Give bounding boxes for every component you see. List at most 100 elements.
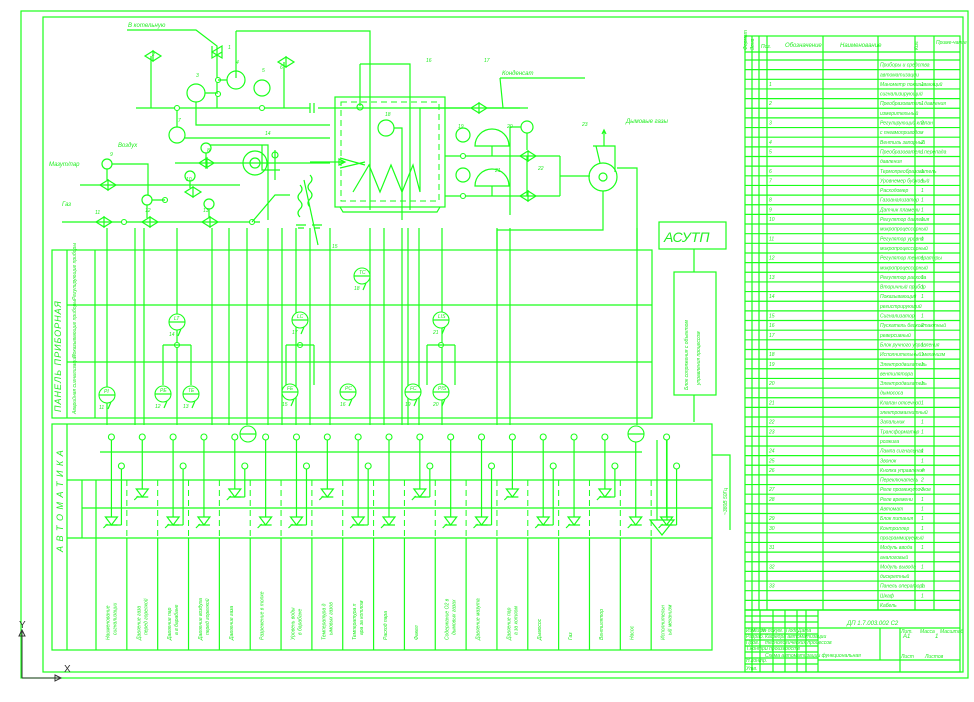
- automation-column-label: Давление пар: [167, 607, 173, 641]
- instrument-3[interactable]: [186, 83, 206, 103]
- line: [290, 398, 295, 407]
- valve-gas-3[interactable]: [200, 215, 220, 229]
- terminal-node[interactable]: [508, 433, 516, 441]
- spec-name: Звонок: [880, 458, 897, 464]
- relay-contact-icon[interactable]: [411, 488, 428, 501]
- relay-contact-icon[interactable]: [288, 516, 304, 529]
- automation-column-label: перед горелкой: [142, 598, 149, 635]
- terminal-node[interactable]: [364, 462, 372, 470]
- terminal-node[interactable]: [262, 433, 270, 441]
- valve-condensate[interactable]: [469, 101, 489, 115]
- relay-contact-icon[interactable]: [164, 516, 181, 529]
- terminal-node[interactable]: [323, 433, 331, 441]
- terminal-node[interactable]: [117, 462, 125, 470]
- terminal-node[interactable]: [138, 433, 146, 441]
- terminal-node[interactable]: [354, 433, 362, 441]
- relay-contact-icon[interactable]: [596, 488, 613, 501]
- asutp-interface-block[interactable]: [673, 271, 717, 396]
- spec-qty: 1: [921, 314, 924, 320]
- terminal-node[interactable]: [611, 462, 619, 470]
- relay-contact-icon[interactable]: [627, 516, 643, 529]
- relay-contact-icon[interactable]: [349, 516, 366, 529]
- terminal-node[interactable]: [416, 433, 424, 441]
- spec-name: Переключатель: [880, 478, 919, 484]
- spec-name: Клапан отсечной: [880, 399, 921, 406]
- title-cell: Листов: [924, 654, 944, 660]
- relay-contact-icon[interactable]: [102, 516, 119, 529]
- output-arrow-icon: [648, 519, 676, 536]
- valve-right-2[interactable]: [518, 189, 538, 203]
- relay-contact-icon[interactable]: [534, 516, 551, 529]
- terminal-node[interactable]: [231, 433, 239, 441]
- position-number: 3: [196, 73, 199, 79]
- relay-contact-icon[interactable]: [565, 516, 582, 529]
- valve-4[interactable]: [210, 44, 223, 60]
- instrument-6[interactable]: [253, 79, 271, 97]
- terminal-node[interactable]: [107, 433, 115, 441]
- valve-right-1[interactable]: [518, 149, 538, 163]
- relay-contact-icon[interactable]: [503, 488, 520, 501]
- position-number: 18: [385, 112, 391, 118]
- process-labels: В котельную Конденсат Воздух Мазут/пар Г…: [49, 23, 938, 659]
- relay-contact-icon[interactable]: [473, 516, 489, 529]
- spec-name: Реле промежуточное: [880, 487, 931, 493]
- valve-mazut[interactable]: [98, 178, 118, 192]
- spec-name: аналоговый: [880, 554, 908, 561]
- terminal-node[interactable]: [477, 433, 486, 441]
- title-cell: Масштаб: [940, 629, 964, 635]
- asutp-block[interactable]: [658, 221, 727, 250]
- terminal-node[interactable]: [539, 433, 547, 441]
- terminal-node[interactable]: [447, 433, 455, 441]
- terminal-node[interactable]: [601, 433, 609, 441]
- terminal-node[interactable]: [487, 462, 496, 470]
- spec-name: Трансформатор: [880, 429, 920, 435]
- spec-pos: 11: [769, 236, 774, 242]
- relay-contact-icon[interactable]: [195, 516, 212, 529]
- relay-contact-icon[interactable]: [133, 488, 150, 501]
- valve-right-top[interactable]: [276, 55, 296, 108]
- terminal-node[interactable]: [179, 462, 187, 470]
- spec-name: дымососа: [880, 391, 903, 397]
- automation-column-label: Температура п: [352, 603, 358, 640]
- relay-contact-icon[interactable]: [658, 516, 674, 529]
- valve-mazut-2[interactable]: [183, 185, 203, 199]
- position-number: 18: [354, 286, 360, 292]
- valve-gas-2[interactable]: [140, 215, 160, 229]
- label-mazut: Мазут/пар: [49, 162, 80, 168]
- relay-contact-icon[interactable]: [442, 516, 458, 529]
- terminal-node[interactable]: [673, 462, 681, 470]
- spec-qty: 1: [921, 188, 924, 194]
- terminal-node[interactable]: [663, 433, 671, 441]
- spec-name: дискретный: [880, 573, 910, 580]
- instrument-tag: TC: [359, 270, 366, 276]
- terminal-node[interactable]: [241, 462, 249, 470]
- terminal-node[interactable]: [292, 433, 301, 441]
- instrument-9[interactable]: [455, 167, 471, 183]
- terminal-node[interactable]: [169, 433, 177, 441]
- spec-header: Наименование: [840, 43, 882, 49]
- position-number: 11: [95, 210, 100, 216]
- terminal-node[interactable]: [385, 433, 393, 441]
- instrument-7[interactable]: [168, 126, 186, 144]
- relay-contact-icon[interactable]: [380, 516, 397, 529]
- instrument-8[interactable]: [455, 127, 471, 143]
- spec-qty: 1: [921, 584, 924, 590]
- boiler-furnace[interactable]: [310, 63, 446, 220]
- relay-contact-icon[interactable]: [257, 516, 273, 529]
- terminal-node[interactable]: [549, 462, 557, 470]
- terminal-node[interactable]: [426, 462, 434, 470]
- spec-pos: 14: [769, 294, 775, 300]
- spec-qty: 1: [921, 256, 924, 262]
- terminal-node[interactable]: [302, 462, 311, 470]
- relay-contact-icon[interactable]: [226, 488, 242, 501]
- line: [107, 401, 112, 410]
- blower-fan[interactable]: [242, 150, 268, 176]
- relay-contact-icon[interactable]: [318, 488, 335, 501]
- valve-left-top[interactable]: [143, 49, 163, 108]
- spec-name: Регулятор расхода: [880, 275, 926, 281]
- terminal-node[interactable]: [200, 433, 208, 441]
- valve-gas-1[interactable]: [94, 215, 114, 229]
- terminal-node[interactable]: [570, 433, 578, 441]
- exhaust-fan[interactable]: [496, 128, 638, 250]
